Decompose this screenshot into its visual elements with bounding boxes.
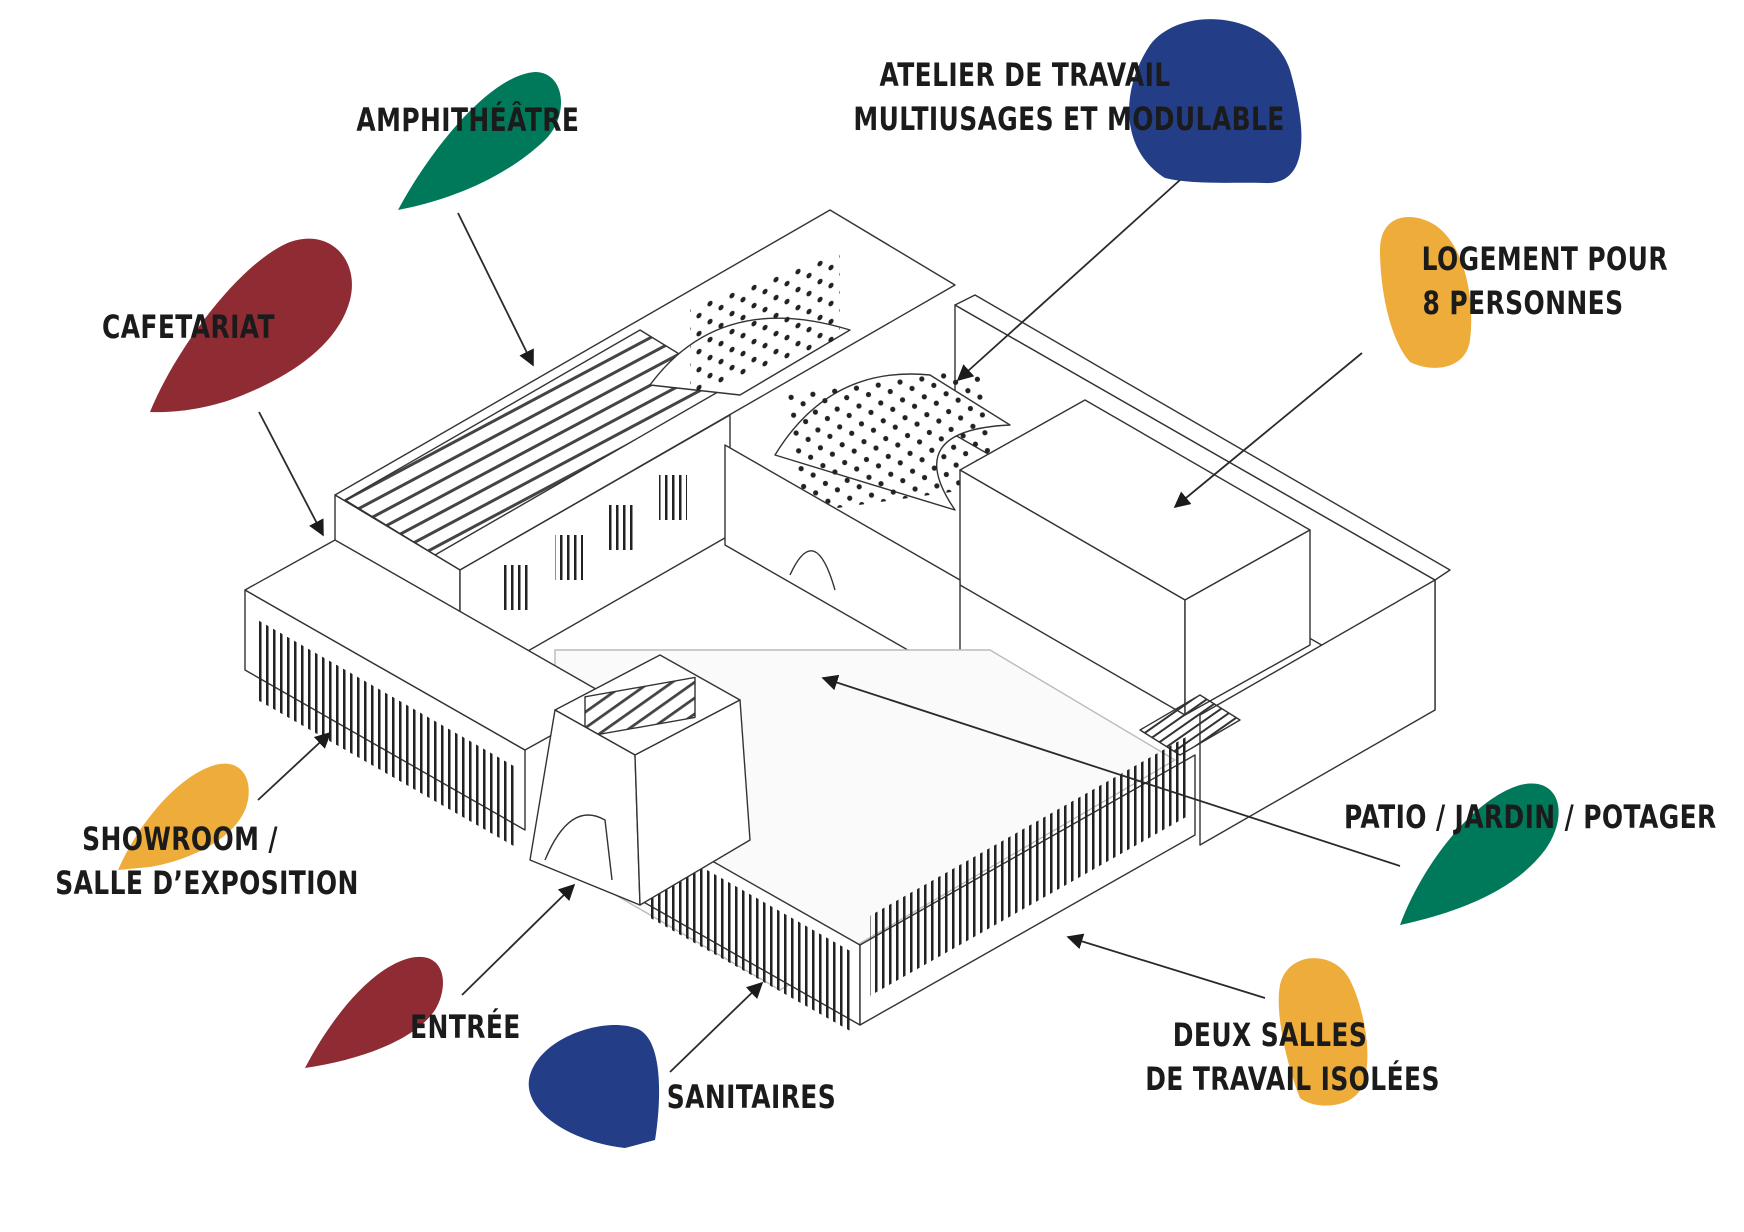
- arrow-entree: [461, 883, 576, 996]
- leaf-red-cafetariat: [150, 238, 352, 413]
- label-cafetariat: CAFETARIAT: [102, 305, 275, 349]
- leaf-yellow-deux-salles: [1278, 958, 1368, 1106]
- label-entree: ENTRÉE: [410, 1005, 520, 1049]
- east-grille: [870, 734, 1190, 996]
- window: [659, 475, 687, 520]
- window: [607, 505, 635, 550]
- showroom-grille: [255, 618, 515, 847]
- label-amphitheatre-text: AMPHITHÉÂTRE: [356, 101, 580, 139]
- entrance-tower-side: [634, 699, 751, 906]
- label-deux-salles-line1: DEUX SALLES: [1172, 1016, 1368, 1054]
- label-entree-text: ENTRÉE: [410, 1008, 521, 1046]
- label-logement-line1: LOGEMENT POUR: [1421, 240, 1668, 278]
- leaf-blue-atelier: [1129, 19, 1302, 184]
- stairs: [1139, 694, 1241, 756]
- arrow-amphitheatre: [457, 212, 534, 367]
- label-patio: PATIO / JARDIN / POTAGER: [1344, 795, 1716, 839]
- leaf-green-amphitheatre: [398, 72, 562, 210]
- arrow-showroom: [257, 731, 332, 801]
- label-showroom: SHOWROOM / SALLE D’EXPOSITION: [55, 817, 359, 905]
- label-patio-text: PATIO / JARDIN / POTAGER: [1344, 798, 1717, 836]
- arrow-cafetariat: [258, 411, 324, 537]
- window: [555, 535, 583, 580]
- window: [503, 565, 531, 610]
- amphitheatre-vault-perforations: [690, 249, 840, 394]
- arrow-deux-salles: [1066, 933, 1266, 999]
- leaf-red-entree: [305, 956, 443, 1068]
- enclosure-top: [954, 294, 1451, 581]
- south-grille: [650, 837, 850, 1031]
- arrow-logement: [1173, 352, 1363, 509]
- enclosure-wall-east-face: [1199, 579, 1436, 846]
- logement-side-face: [1184, 529, 1311, 716]
- leaf-green-patio: [1400, 783, 1559, 925]
- building-drawing: [244, 209, 1451, 1031]
- label-showroom-line2: SALLE D’EXPOSITION: [55, 864, 359, 902]
- leader-arrows: [257, 179, 1401, 1073]
- entrance-pergola: [584, 676, 696, 738]
- patio-arch: [789, 550, 836, 591]
- entrance-arch: [544, 814, 613, 881]
- leaf-yellow-logement: [1380, 217, 1472, 368]
- leaf-shapes: [118, 19, 1559, 1148]
- label-atelier-line1: ATELIER DE TRAVAIL: [879, 56, 1171, 94]
- label-sanitaires-text: SANITAIRES: [666, 1078, 837, 1116]
- label-logement-line2: 8 PERSONNES: [1422, 284, 1624, 322]
- label-atelier: ATELIER DE TRAVAIL MULTIUSAGES ET MODULA…: [853, 53, 1285, 141]
- arrow-sanitaires: [669, 981, 764, 1073]
- leaf-blue-sanitaires: [528, 1025, 660, 1148]
- label-sanitaires: SANITAIRES: [667, 1075, 836, 1119]
- arrow-patio: [821, 674, 1401, 867]
- label-amphitheatre: AMPHITHÉÂTRE: [356, 98, 579, 142]
- arrow-atelier: [956, 179, 1181, 382]
- atelier-vault-perforations: [782, 366, 998, 514]
- leaf-yellow-showroom: [118, 763, 249, 870]
- label-atelier-line2: MULTIUSAGES ET MODULABLE: [853, 100, 1285, 138]
- label-logement: LOGEMENT POUR 8 PERSONNES: [1421, 237, 1668, 325]
- label-showroom-line1: SHOWROOM /: [82, 820, 278, 858]
- label-cafetariat-text: CAFETARIAT: [102, 308, 275, 346]
- label-deux-salles-line2: DE TRAVAIL ISOLÉES: [1145, 1060, 1440, 1098]
- label-deux-salles: DEUX SALLES DE TRAVAIL ISOLÉES: [1145, 1013, 1440, 1101]
